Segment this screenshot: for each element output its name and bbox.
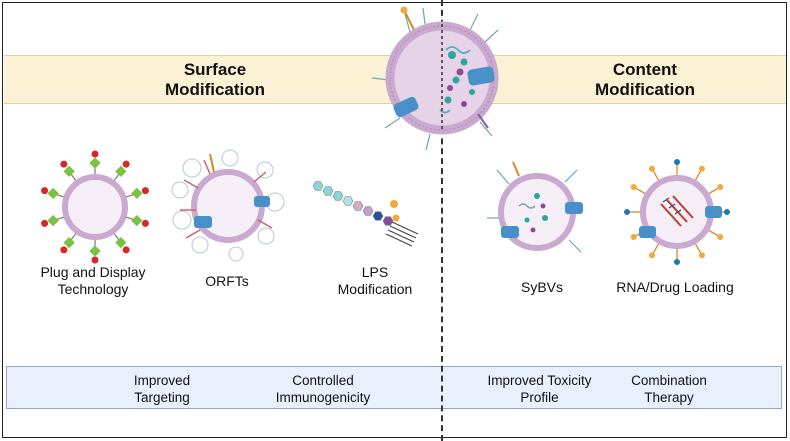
lps-molecule-illustration xyxy=(312,181,419,247)
antigen-marker xyxy=(41,187,49,195)
benefit-combination-therapy: Combination Therapy xyxy=(614,372,724,406)
catcher-shape xyxy=(63,165,75,178)
benefit-line: Combination xyxy=(631,373,707,388)
benefit-controlled-immunogenicity: Controlled Immunogenicity xyxy=(258,372,388,406)
antigen-marker xyxy=(60,160,68,168)
label-line: Technology xyxy=(57,281,129,297)
technique-label-lps: LPS Modification xyxy=(315,264,435,298)
catcher-shape xyxy=(131,214,143,227)
sugar-unit xyxy=(352,201,364,211)
heading-line: Modification xyxy=(164,80,266,99)
benefit-improved-targeting: Improved Targeting xyxy=(112,372,212,406)
benefit-line: Improved Toxicity xyxy=(487,373,592,388)
content-modification-heading: Content Modification xyxy=(570,60,720,100)
heading-line: Modification xyxy=(594,80,696,99)
antigen-marker xyxy=(41,219,49,227)
benefit-line: Improved xyxy=(133,373,191,388)
ligand-head xyxy=(649,165,655,172)
ligand-head xyxy=(649,252,655,259)
orfts-illustration xyxy=(171,149,285,262)
sugar-unit xyxy=(342,196,354,206)
label-line: LPS xyxy=(361,264,389,280)
ligand-head xyxy=(699,165,705,172)
sugar-unit xyxy=(362,206,374,216)
heading-line: Content xyxy=(612,60,678,79)
antigen-marker xyxy=(91,256,99,264)
ligand-head xyxy=(624,209,630,215)
antigen-marker xyxy=(141,219,149,227)
sugar-unit xyxy=(382,216,394,226)
antigen-marker xyxy=(122,160,130,168)
catcher-shape xyxy=(115,165,127,178)
heading-line: Surface xyxy=(183,60,247,79)
label-line: Plug and Display xyxy=(40,264,146,280)
label-line: RNA/Drug Loading xyxy=(616,279,734,295)
label-line: Modification xyxy=(337,281,413,297)
catcher-shape xyxy=(47,187,59,200)
antigen-marker xyxy=(60,246,68,254)
ligand-head xyxy=(717,234,724,240)
sybvs-illustration xyxy=(487,161,583,253)
ligand-head xyxy=(724,209,730,215)
antigen-marker xyxy=(122,246,130,254)
surface-modification-heading: Surface Modification xyxy=(140,60,290,100)
plug-and-display-illustration xyxy=(41,150,149,264)
ligand-head xyxy=(674,259,680,265)
catcher-shape xyxy=(131,187,143,200)
benefit-line: Profile xyxy=(520,390,559,405)
technique-label-rna-drug: RNA/Drug Loading xyxy=(605,279,745,296)
benefit-line: Immunogenicity xyxy=(275,390,371,405)
ligand-head xyxy=(717,184,724,190)
sugar-unit xyxy=(312,181,324,191)
ligand-head xyxy=(674,159,680,165)
benefit-line: Targeting xyxy=(134,390,190,405)
antigen-marker xyxy=(91,150,99,158)
ligand-head xyxy=(699,252,705,259)
benefit-line: Therapy xyxy=(644,390,694,405)
rna-drug-loading-illustration xyxy=(624,159,730,265)
central-vesicle-illustration xyxy=(371,6,499,151)
section-divider xyxy=(441,0,443,441)
antigen-marker xyxy=(141,187,149,195)
label-line: ORFTs xyxy=(205,273,249,289)
benefit-line: Controlled xyxy=(292,373,354,388)
benefits-banner xyxy=(6,366,782,409)
benefit-improved-toxicity-profile: Improved Toxicity Profile xyxy=(472,372,607,406)
sugar-unit xyxy=(322,186,334,196)
catcher-shape xyxy=(63,236,75,249)
catcher-shape xyxy=(89,157,101,169)
label-line: SyBVs xyxy=(520,279,563,295)
technique-label-orfts: ORFTs xyxy=(182,273,272,290)
sugar-unit xyxy=(372,211,384,221)
sugar-unit xyxy=(332,191,344,201)
catcher-shape xyxy=(89,245,101,257)
ligand-head xyxy=(630,184,637,190)
technique-label-sybvs: SyBVs xyxy=(497,279,587,296)
technique-label-plug-display: Plug and Display Technology xyxy=(18,264,168,298)
catcher-shape xyxy=(47,214,59,227)
ligand-head xyxy=(630,234,637,240)
catcher-shape xyxy=(115,236,127,249)
